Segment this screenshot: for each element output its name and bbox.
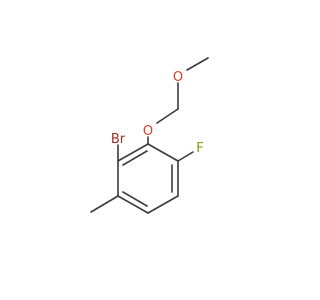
oxygen-methoxy-label: O bbox=[173, 70, 183, 85]
bond-c2-fluorine bbox=[177, 151, 194, 162]
ring-bond-c1-c2 bbox=[147, 143, 179, 162]
fluorine-label: F bbox=[196, 141, 203, 156]
bond-o-methoxy-ch3 bbox=[186, 57, 209, 71]
ring-bond-c3-c4 bbox=[147, 195, 179, 214]
oxygen-ether-label: O bbox=[143, 124, 153, 139]
ring-bond-c6-c1 bbox=[117, 143, 149, 162]
bond-c5-methyl bbox=[90, 195, 119, 213]
ring-bond-c4-c5 bbox=[117, 195, 149, 214]
ring-bond-c6-c1-inner bbox=[122, 150, 148, 166]
bromine-label: Br bbox=[111, 132, 126, 147]
ring-bond-c4-c5-inner bbox=[122, 191, 148, 207]
bond-o-ether-ch2 bbox=[156, 108, 179, 124]
molecule-structure: O O Br F bbox=[90, 57, 209, 214]
